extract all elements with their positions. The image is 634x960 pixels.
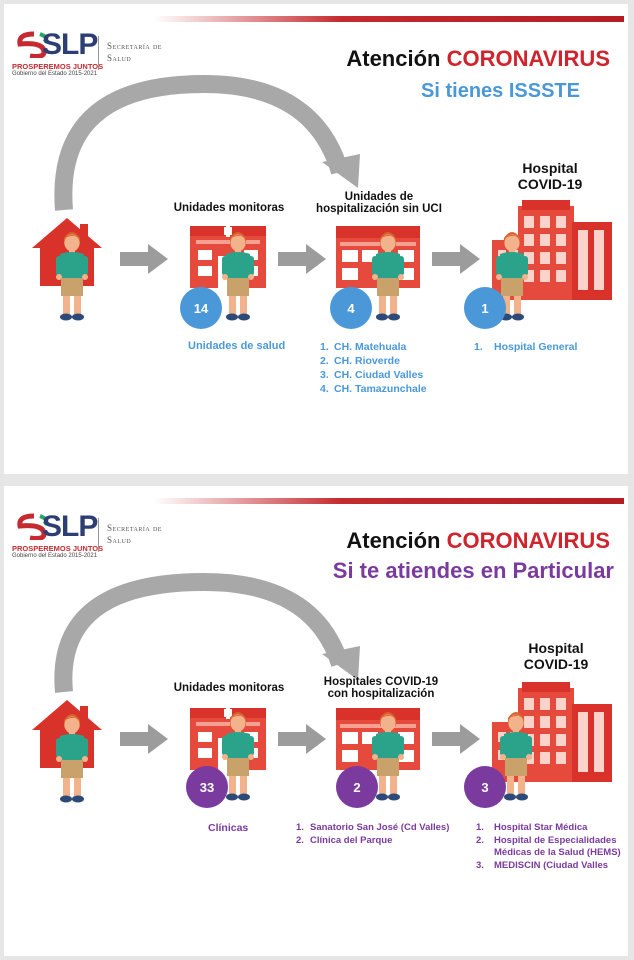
department-name: Secretaría de Salud [107, 41, 162, 63]
slp-emblem-icon [17, 31, 49, 58]
col3-label-line1: Hospital [522, 160, 578, 176]
col1-caption: Unidades de salud [188, 340, 286, 352]
page-title: Atención CORONAVIRUS [346, 528, 610, 554]
col2-list: 1.CH. Matehuala 2.CH. Rioverde 3.CH. Ciu… [320, 340, 427, 396]
col2-label-line2: hospitalización sin UCI [316, 203, 442, 215]
logo-motto: PROSPEREMOS JUNTOS [12, 544, 104, 553]
subtitle: Si tienes ISSSTE [421, 80, 580, 102]
arrow-right-icon [120, 724, 168, 754]
title-prefix: Atención [346, 46, 441, 71]
count-badge: 3 [464, 766, 506, 808]
list-item: 1.Hospital Star Médica [476, 822, 588, 833]
list-item: 2.Clínica del Parque [296, 834, 393, 846]
count-badge: 14 [180, 287, 222, 329]
count-badge: 4 [330, 287, 372, 329]
patient-icon [52, 708, 92, 808]
patient-icon [52, 226, 92, 326]
col3-label: Hospital COVID-19 [500, 160, 600, 192]
slp-logo: SLP PROSPEREMOS JUNTOS Gobierno del Esta… [12, 508, 162, 568]
col1-label: Unidades monitoras [173, 202, 285, 214]
page-title: Atención CORONAVIRUS [346, 46, 610, 72]
col2-list: 1.Sanatorio San José (Cd Valles) 2.Clíni… [296, 822, 449, 847]
list-item: 2.Hospital de Especialidades Médicas de … [476, 834, 621, 859]
logo-divider [98, 518, 99, 552]
issste-panel: SLP PROSPEREMOS JUNTOS Gobierno del Esta… [4, 4, 628, 474]
title-accent: CORONAVIRUS [446, 528, 610, 553]
slp-logo: SLP PROSPEREMOS JUNTOS Gobierno del Esta… [12, 26, 162, 86]
department-name: Secretaría de Salud [107, 523, 162, 545]
slp-emblem-icon [17, 513, 49, 540]
list-item: 3.MEDISCIN (Ciudad Valles [476, 859, 609, 871]
col3-list: 1.Hospital Star Médica 2.Hospital de Esp… [476, 822, 622, 872]
arrow-right-icon [278, 244, 326, 274]
list-item: 4.CH. Tamazunchale [320, 383, 427, 395]
arrow-right-icon [432, 724, 480, 754]
col1-caption: Clínicas [208, 822, 249, 834]
header-gradient-bar [154, 16, 624, 22]
curved-arrow-icon [54, 74, 360, 211]
logo-motto: PROSPEREMOS JUNTOS [12, 62, 104, 71]
arrow-right-icon [432, 244, 480, 274]
logo-divider [98, 36, 99, 70]
list-item: 3.CH. Ciudad Valles [320, 369, 424, 381]
col3-list: 1.Hospital General [474, 340, 577, 354]
curved-arrow-icon [54, 572, 360, 693]
col2-label: Hospitales COVID-19 con hospitalización [306, 676, 456, 700]
logo-wordmark: SLP [42, 28, 98, 61]
doctor-icon [368, 226, 408, 326]
title-prefix: Atención [346, 528, 441, 553]
title-accent: CORONAVIRUS [446, 46, 610, 71]
count-badge: 33 [186, 766, 228, 808]
col1-label: Unidades monitoras [173, 682, 285, 694]
logo-government: Gobierno del Estado 2015-2021 [12, 71, 98, 77]
subtitle: Si te atiendes en Particular [332, 558, 614, 583]
logo-government: Gobierno del Estado 2015-2021 [12, 553, 98, 559]
col3-label-line1: Hospital [528, 640, 584, 656]
list-item: 1.Sanatorio San José (Cd Valles) [296, 822, 450, 833]
col3-label: Hospital COVID-19 [506, 640, 606, 672]
header-gradient-bar [154, 498, 624, 504]
col3-label-line2: COVID-19 [517, 176, 583, 192]
list-item: 2.CH. Rioverde [320, 355, 400, 367]
count-badge: 1 [464, 287, 506, 329]
col2-label-line1: Hospitales COVID-19 [323, 676, 439, 688]
count-badge: 2 [336, 766, 378, 808]
col2-label-line2: con hospitalización [327, 688, 435, 700]
particular-panel: SLP PROSPEREMOS JUNTOS Gobierno del Esta… [4, 486, 628, 956]
arrow-right-icon [120, 244, 168, 274]
doctor-icon [218, 226, 258, 326]
list-item: 1.Hospital General [474, 341, 578, 353]
logo-wordmark: SLP [42, 510, 98, 543]
col3-label-line2: COVID-19 [523, 656, 589, 672]
list-item: 1.CH. Matehuala [320, 341, 407, 353]
col2-label: Unidades de hospitalización sin UCI [304, 191, 454, 215]
col2-label-line1: Unidades de [344, 191, 414, 203]
arrow-right-icon [278, 724, 326, 754]
